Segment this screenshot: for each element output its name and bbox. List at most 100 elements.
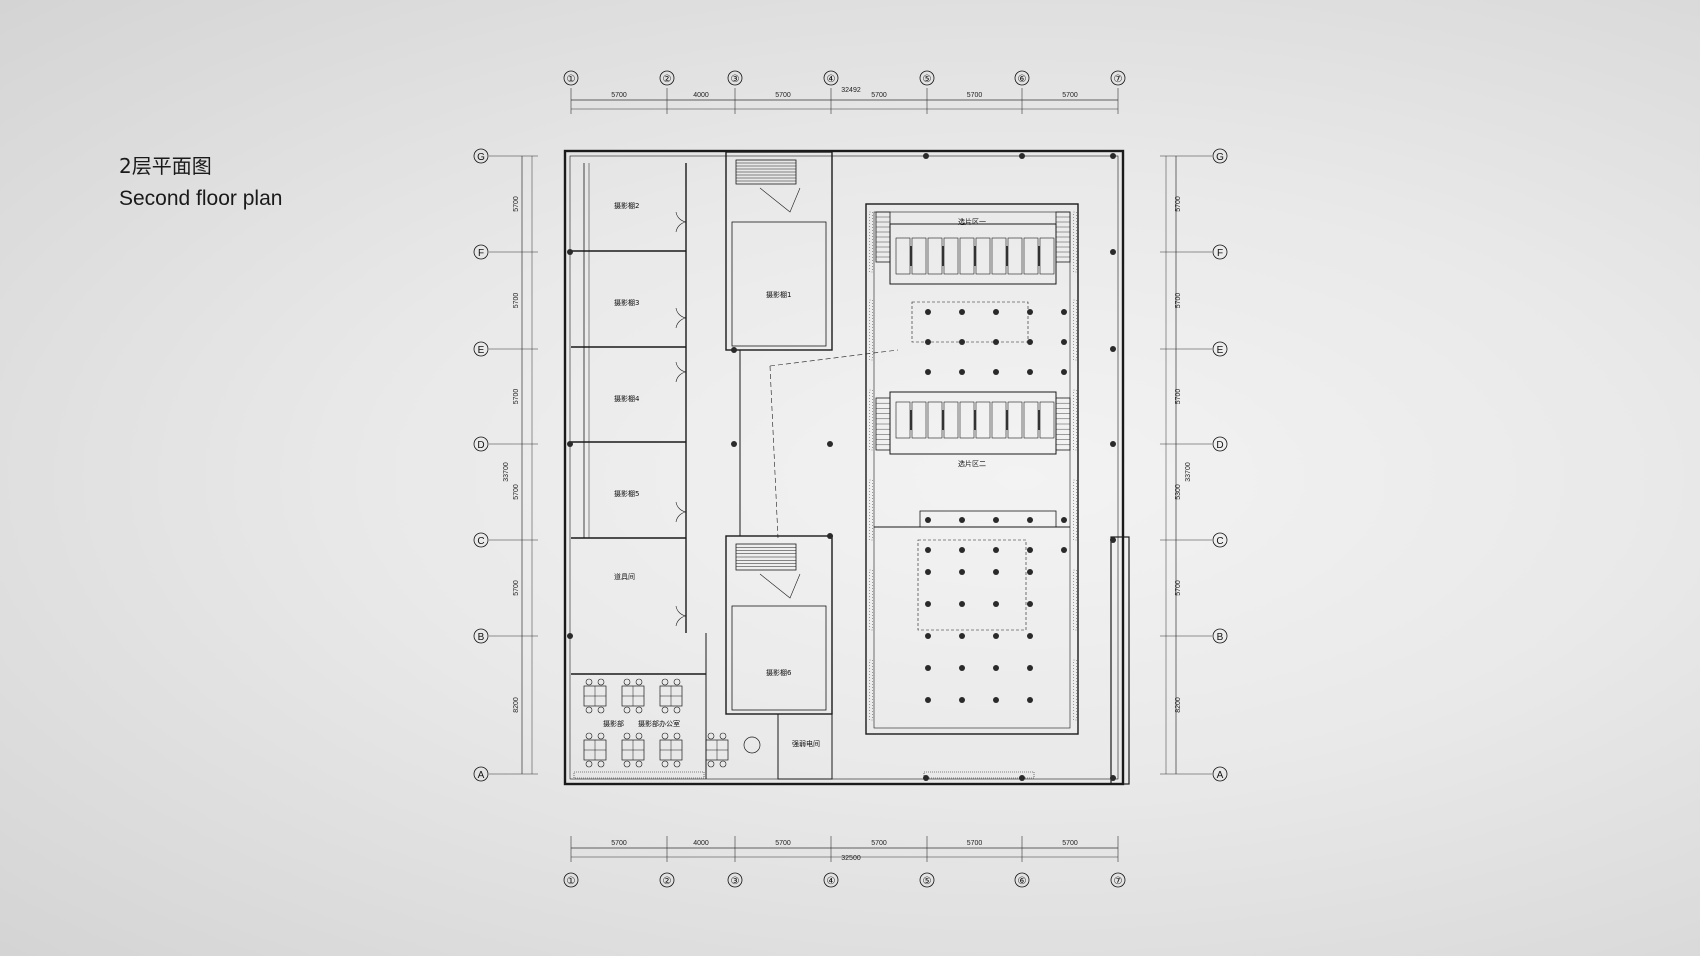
- structural-column: [1110, 775, 1116, 781]
- room-label-studio3: 摄影棚3: [614, 298, 639, 307]
- hall-dashed-rail: [869, 299, 873, 361]
- axis-label: ⑦: [1114, 74, 1123, 85]
- axis-bubble: [473, 148, 489, 164]
- office-chair: [673, 706, 681, 714]
- structural-column: [923, 153, 929, 159]
- viewing-booth: [975, 401, 991, 439]
- axis-bubble: [473, 244, 489, 260]
- column-layer: [567, 153, 1116, 781]
- dimension-span-label: 5700: [1175, 580, 1182, 596]
- hall-dashed-rail: [1073, 211, 1077, 273]
- window-strip: [923, 771, 1035, 779]
- structural-column: [959, 517, 965, 523]
- plan-title-chinese: 2层平面图: [119, 154, 212, 178]
- structural-column: [993, 369, 999, 375]
- dimension-span-label: 5300: [1175, 484, 1182, 500]
- axis-label: A: [478, 770, 485, 781]
- axis-label: ②: [663, 74, 672, 85]
- viewing-booth: [959, 401, 975, 439]
- dimension-span-label: 5700: [513, 484, 520, 500]
- door-swing: [675, 307, 687, 329]
- office-chair: [597, 706, 605, 714]
- room-label-selection1: 选片区一: [958, 217, 986, 226]
- booth-cluster-2: [889, 391, 1057, 455]
- office-chair: [635, 706, 643, 714]
- axis-label: G: [1216, 152, 1224, 163]
- studio6-room: [731, 605, 827, 711]
- axis-label: D: [1216, 440, 1223, 451]
- viewing-booth: [911, 401, 927, 439]
- dimension-total-label: 33700: [1185, 462, 1192, 482]
- plan-title-english: Second floor plan: [119, 187, 283, 210]
- structural-column: [567, 633, 573, 639]
- structural-column: [959, 547, 965, 553]
- door-swing: [675, 211, 687, 233]
- axis-bubble: [473, 628, 489, 644]
- dimension-span-label: 5700: [967, 840, 983, 847]
- structural-column: [925, 369, 931, 375]
- structural-column: [925, 339, 931, 345]
- office-chair: [673, 732, 681, 740]
- axis-bubble: [563, 872, 579, 888]
- axis-label: C: [1216, 536, 1223, 547]
- structural-column: [993, 665, 999, 671]
- axis-label: ⑤: [923, 876, 932, 887]
- hall-dashed-rail: [1073, 659, 1077, 721]
- hall-dashed-rail: [1073, 479, 1077, 541]
- axis-label: A: [1217, 770, 1224, 781]
- structural-column: [1110, 249, 1116, 255]
- viewing-booth: [975, 237, 991, 275]
- dimension-total-label: 32500: [841, 855, 861, 862]
- office-chair: [623, 678, 631, 686]
- structural-column: [959, 309, 965, 315]
- hall-dashed-rail: [869, 211, 873, 273]
- studio1-room: [731, 221, 827, 347]
- office-chair: [661, 760, 669, 768]
- office-chair: [707, 732, 715, 740]
- structural-column: [827, 441, 833, 447]
- booth-layer: [895, 237, 1055, 439]
- dimension-span-label: 5700: [967, 92, 983, 99]
- axis-bubble: [1014, 70, 1030, 86]
- axis-label: ①: [567, 876, 576, 887]
- axis-label: C: [477, 536, 484, 547]
- exterior-wall-inner: [569, 155, 1119, 780]
- axis-label: F: [1217, 248, 1223, 259]
- hall-counter: [919, 510, 1057, 528]
- axis-bubble: [473, 341, 489, 357]
- office-chair: [585, 760, 593, 768]
- structural-column: [959, 339, 965, 345]
- office-chair: [597, 760, 605, 768]
- dimension-span-label: 4000: [693, 92, 709, 99]
- axis-bubble: [823, 70, 839, 86]
- structural-column: [959, 601, 965, 607]
- axis-bubble: [727, 70, 743, 86]
- viewing-booth: [1023, 401, 1039, 439]
- axis-bubble: [1014, 872, 1030, 888]
- structural-column: [993, 339, 999, 345]
- electrical-room: [777, 713, 833, 780]
- structural-column: [1110, 537, 1116, 543]
- structural-column: [1027, 633, 1033, 639]
- dimension-span-label: 8200: [513, 697, 520, 713]
- viewing-booth: [991, 401, 1007, 439]
- hall-dashed-rail: [1073, 389, 1077, 451]
- round-table: [743, 736, 761, 754]
- structural-column: [1110, 153, 1116, 159]
- structural-column: [1027, 697, 1033, 703]
- structural-column: [1027, 601, 1033, 607]
- hall-dashed-rail: [869, 569, 873, 631]
- structural-column: [925, 569, 931, 575]
- building-outline: [563, 149, 1130, 786]
- hall-dashed-rail: [869, 659, 873, 721]
- dimension-span-label: 5700: [513, 196, 520, 212]
- structural-column: [1061, 339, 1067, 345]
- office-chair: [623, 732, 631, 740]
- structural-column: [993, 309, 999, 315]
- axis-label: B: [478, 632, 485, 643]
- structural-column: [731, 441, 737, 447]
- structural-column: [993, 697, 999, 703]
- dimension-span-label: 5700: [1175, 196, 1182, 212]
- structural-column: [925, 601, 931, 607]
